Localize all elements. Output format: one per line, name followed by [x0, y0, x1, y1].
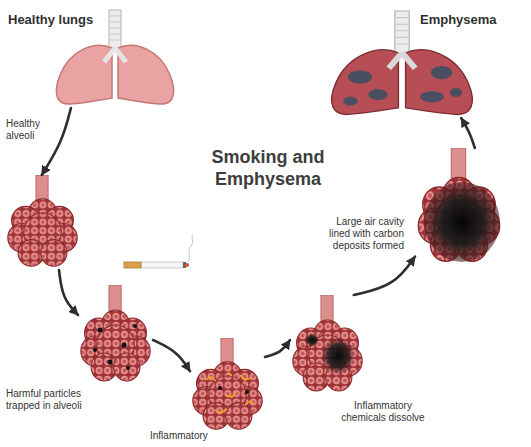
- smoke: [188, 234, 193, 262]
- stage-node: Healthy lungs: [52, 8, 178, 108]
- progression-arrow: [59, 270, 78, 315]
- air-cavity: [424, 182, 500, 262]
- stage-node: Emphysema: [328, 8, 476, 118]
- progression-arrow: [354, 257, 415, 295]
- progression-arrow: [265, 340, 290, 357]
- dissolved-tissue: [321, 337, 355, 375]
- stage-node: Harmful particles trapped in alveoli: [78, 285, 153, 385]
- cigarette-paper: [141, 262, 183, 268]
- alveoli-cluster: [193, 338, 262, 429]
- trachea: [395, 11, 409, 55]
- trapped-particles: [218, 386, 249, 394]
- trachea-rings: [109, 16, 121, 40]
- stage-label: Inflammatory chemicals dissolve: [335, 400, 431, 424]
- left-lung: [56, 45, 112, 104]
- damage-patches: [343, 66, 462, 106]
- trachea-rings: [395, 18, 409, 44]
- stage-label: Inflammatory: [150, 430, 230, 442]
- bronchi: [389, 53, 415, 68]
- cigarette-tip: [185, 263, 189, 267]
- alveoli-cluster: [293, 295, 362, 391]
- dissolved-tissue: [305, 333, 319, 347]
- bronchi: [104, 48, 126, 62]
- trachea: [109, 10, 121, 50]
- stage-node: Large air cavity lined with carbon depos…: [415, 148, 503, 266]
- cigarette-filter: [124, 262, 141, 268]
- stage-label: Harmful particles trapped in alveoli: [6, 388, 102, 412]
- stage-label: Emphysema: [420, 12, 510, 28]
- stage-node: Inflammatory chemicals dissolve: [290, 295, 365, 395]
- stage-node: Healthy alveoli: [5, 175, 80, 270]
- diagram-title: Smoking and Emphysema: [183, 146, 353, 190]
- stage-label: Healthy alveoli: [6, 118, 52, 142]
- stage-label: Large air cavity lined with carbon depos…: [318, 216, 404, 252]
- progression-arrow: [153, 340, 190, 371]
- stage-label: Healthy lungs: [8, 12, 104, 28]
- progression-arrow: [461, 118, 475, 148]
- right-lung: [406, 50, 473, 115]
- alveoli-cluster: [418, 148, 499, 261]
- alveoli-cluster: [8, 175, 77, 266]
- right-lung: [118, 45, 174, 104]
- progression-arrow: [42, 108, 71, 175]
- cigarette: [124, 234, 193, 268]
- alveoli-cluster: [81, 285, 150, 381]
- stage-node: Inflammatory: [190, 338, 265, 433]
- trapped-particles: [93, 324, 137, 370]
- left-lung: [332, 50, 399, 115]
- inflammation-marks: [205, 372, 254, 413]
